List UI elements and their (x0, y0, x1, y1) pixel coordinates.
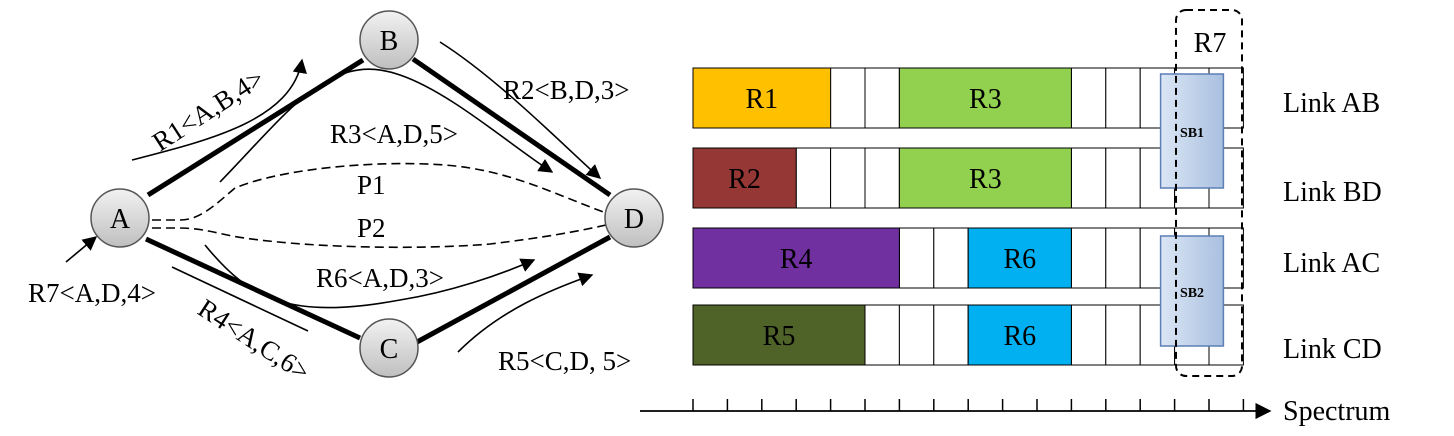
link-label: Link AC (1283, 248, 1380, 279)
node-b-label: B (380, 26, 399, 57)
node-c: C (359, 318, 419, 378)
r7-reservation-box (1175, 9, 1243, 377)
spectrum-row: R5 R6 Link CD (692, 304, 1382, 366)
spectrum-block-r3 (898, 147, 1072, 209)
spectrum-slot (898, 304, 935, 366)
label-p2: P2 (357, 213, 386, 243)
spectrum-slot (1070, 67, 1107, 129)
label-r3: R3<A,D,5> (330, 119, 458, 149)
spectrum-slot (1070, 304, 1107, 366)
spectrum-slot (864, 67, 900, 129)
link-label: Link AB (1283, 88, 1380, 119)
r7-box-label: R7 (1194, 28, 1227, 59)
label-r2: R2<B,D,3> (503, 75, 629, 105)
spectrum-row: R4 R6 Link AC (692, 227, 1380, 289)
arrow-r1 (131, 58, 307, 161)
spectrum-slot (1105, 67, 1141, 129)
label-r5: R5<C,D, 5> (498, 346, 631, 376)
spectrum-block-label: R2 (728, 164, 761, 195)
spectrum-slot (1105, 147, 1141, 209)
spectrum-row: R2 R3 Link BD (692, 147, 1382, 209)
spectrum-block-r1 (692, 67, 832, 129)
spectrum-slot (933, 304, 969, 366)
node-a: A (90, 188, 150, 248)
spectrum-block-label: R3 (969, 164, 1002, 195)
spectrum-block-label: R6 (1003, 321, 1036, 352)
node-d-label: D (624, 204, 644, 235)
axis-label-spectrum: Spectrum (1283, 396, 1391, 427)
link-c-d (415, 234, 612, 345)
label-r7: R7<A,D,4> (28, 278, 156, 308)
spectrum-slot (898, 227, 935, 289)
label-p1: P1 (357, 170, 386, 200)
spectrum-slot (864, 147, 900, 209)
spectrum-slot (830, 147, 866, 209)
superblock-label: SB2 (1180, 286, 1204, 301)
spectrum-block-label: R3 (969, 84, 1002, 115)
spectrum-slot (1070, 227, 1107, 289)
node-c-label: C (380, 334, 399, 365)
link-label: Link BD (1283, 177, 1382, 208)
spectrum-block-r5 (692, 304, 866, 366)
arrow-r3 (219, 68, 554, 183)
spectrum-slot (1105, 304, 1141, 366)
superblock-label: SB1 (1180, 126, 1204, 141)
node-d: D (604, 188, 664, 248)
spectrum-block-r3 (898, 67, 1072, 129)
spectrum-block-label: R1 (745, 84, 778, 115)
spectrum-block-label: R6 (1003, 244, 1036, 275)
superblock-sb1 (1159, 73, 1225, 189)
arrow-r2 (439, 41, 602, 179)
label-r1: R1<A,B,4> (147, 63, 269, 157)
spectrum-slot (933, 227, 969, 289)
spectrum-block-r4 (692, 227, 900, 289)
superblock-sb2 (1159, 235, 1225, 347)
path-p2 (152, 224, 607, 249)
link-a-b (146, 57, 365, 198)
spectrum-slot (864, 304, 900, 366)
arrow-r4 (171, 266, 309, 332)
network-topology: R1<A,B,4> R2<B,D,3> R3<A,D,5> P1 P2 R6<A… (28, 10, 664, 387)
spectrum-block-r6 (967, 227, 1072, 289)
spectrum-slot (830, 67, 866, 129)
node-a-label: A (110, 204, 131, 235)
spectrum-axis: Spectrum (640, 396, 1391, 427)
spectrum-block-label: R5 (763, 321, 796, 352)
spectrum-block-r6 (967, 304, 1072, 366)
spectrum-slot (1105, 227, 1141, 289)
link-b-d (411, 56, 612, 198)
spectrum-slot (795, 147, 832, 209)
link-label: Link CD (1283, 334, 1382, 365)
node-b: B (359, 10, 419, 70)
spectrum-row: R1 R3 Link AB (692, 67, 1380, 129)
arrow-r7 (65, 236, 98, 263)
arrow-r6 (204, 244, 536, 309)
spectrum-slot (1070, 147, 1107, 209)
arrow-r5 (457, 272, 594, 353)
spectrum-block-r2 (692, 147, 797, 209)
spectrum-block-label: R4 (780, 244, 813, 275)
label-r6: R6<A,D,3> (316, 263, 444, 293)
